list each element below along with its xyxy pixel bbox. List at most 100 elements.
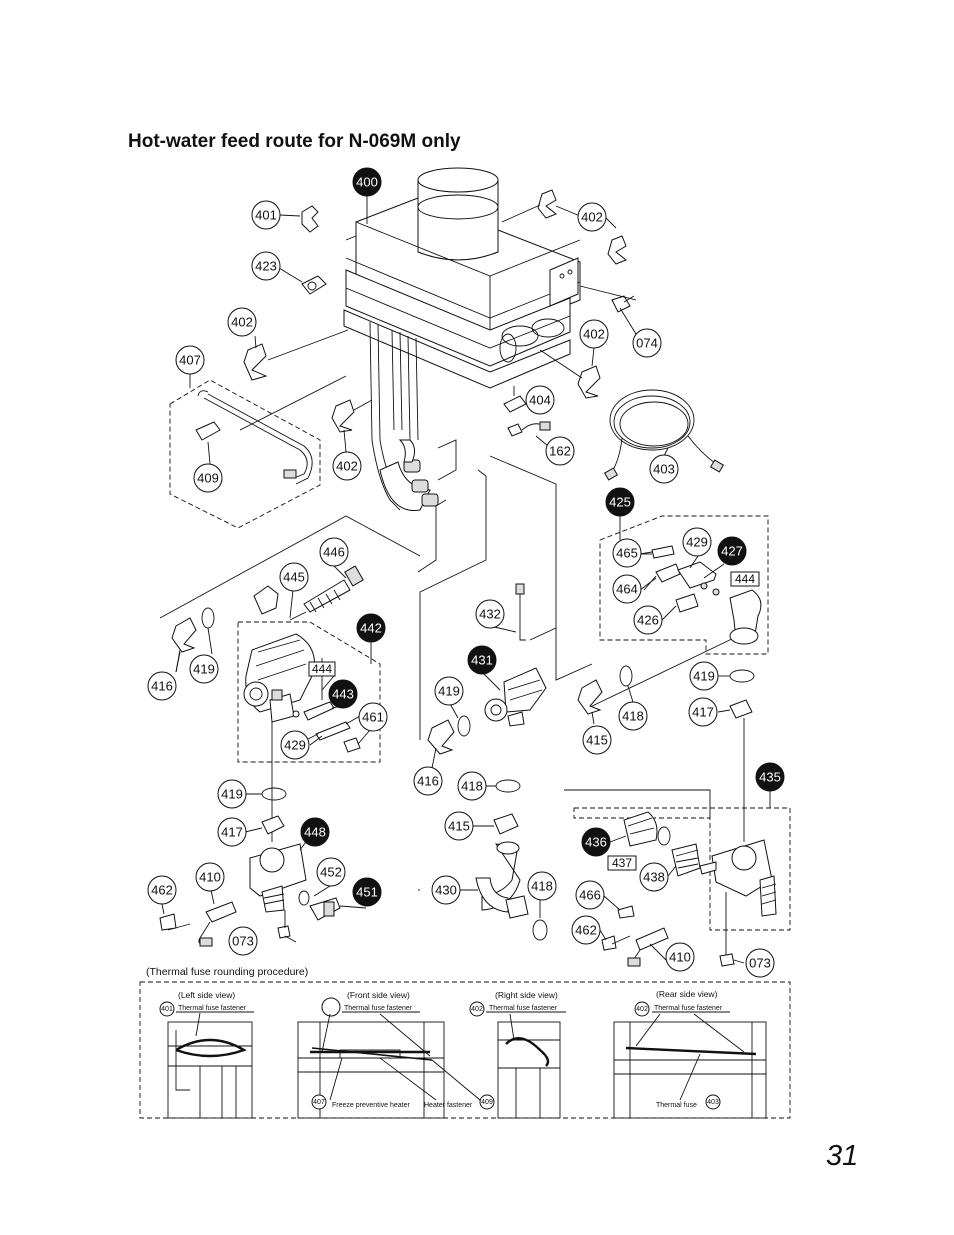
callout-402-c: 402: [579, 319, 609, 349]
callout-407: 407: [175, 345, 205, 375]
callout-416-a: 416: [147, 671, 177, 701]
view-right-title: (Right side view): [495, 990, 558, 1000]
svg-text:073: 073: [232, 934, 254, 949]
svg-text:419: 419: [221, 787, 243, 802]
svg-text:400: 400: [356, 175, 378, 190]
callout-444-b: 444: [730, 571, 760, 587]
left-side-view: 401 Thermal fuse fastener: [159, 1001, 254, 1119]
callout-401: 401: [251, 200, 281, 230]
callout-073-a: 073: [228, 926, 258, 956]
screws-left: [159, 901, 237, 947]
leader-lines: [161, 196, 771, 964]
callout-445: 445: [279, 562, 309, 592]
svg-text:416: 416: [417, 774, 439, 789]
svg-text:402: 402: [336, 459, 358, 474]
svg-text:402: 402: [583, 327, 605, 342]
svg-text:403: 403: [653, 462, 675, 477]
pipe-430: [475, 779, 548, 941]
svg-text:444: 444: [312, 662, 332, 676]
callout-402-d: 402: [332, 451, 362, 481]
svg-text:436: 436: [585, 835, 607, 850]
callout-418-a: 418: [618, 701, 648, 731]
svg-text:418: 418: [622, 709, 644, 724]
svg-text:401: 401: [255, 208, 277, 223]
svg-text:432: 432: [479, 607, 501, 622]
callout-430: 430: [431, 875, 461, 905]
screws-right: [601, 905, 669, 967]
view-rear-title: (Rear side view): [656, 989, 718, 999]
callout-438: 438: [639, 862, 669, 892]
svg-text:418: 418: [531, 879, 553, 894]
callout-442: 442: [356, 613, 386, 643]
view-left-title: (Left side view): [178, 990, 235, 1000]
pump-group-442: [237, 621, 381, 763]
clip-402-top: [501, 189, 627, 265]
svg-text:407: 407: [179, 353, 201, 368]
clip-402-lower: [331, 399, 373, 453]
rear-side-view: 402 Thermal fuse fastener Thermal fuse 4…: [613, 1001, 767, 1119]
callout-432: 432: [475, 599, 505, 629]
svg-text:466: 466: [579, 888, 601, 903]
callout-446: 446: [319, 537, 349, 567]
callout-452: 452: [316, 857, 346, 887]
page-title: Hot-water feed route for N-069M only: [128, 131, 461, 152]
callout-402-a: 402: [577, 202, 607, 232]
thermal-fuse-cable-403: [603, 389, 725, 481]
svg-text:402: 402: [471, 1006, 483, 1013]
sensor-group-425: [599, 515, 769, 655]
svg-text:415: 415: [448, 819, 470, 834]
svg-text:462: 462: [151, 883, 173, 898]
svg-text:Freeze preventive heater: Freeze preventive heater: [332, 1102, 410, 1109]
callout-419-c: 419: [217, 779, 247, 809]
svg-text:444: 444: [735, 572, 755, 586]
svg-text:462: 462: [575, 923, 597, 938]
callout-443: 443: [328, 679, 358, 709]
callout-461: 461: [358, 702, 388, 732]
callout-429-a: 429: [682, 527, 712, 557]
clips-right: [577, 665, 755, 842]
callout-431: 431: [467, 645, 497, 675]
svg-text:419: 419: [693, 669, 715, 684]
svg-text:407: 407: [313, 1099, 325, 1106]
svg-text:427: 427: [721, 544, 743, 559]
valve-group-435: [564, 789, 791, 967]
callout-074: 074: [632, 328, 662, 358]
svg-text:410: 410: [669, 950, 691, 965]
svg-text:401: 401: [161, 1006, 173, 1013]
svg-text:402: 402: [231, 315, 253, 330]
valve-group-448: [249, 722, 341, 939]
svg-text:419: 419: [438, 684, 460, 699]
clip-401: [279, 205, 319, 233]
svg-text:429: 429: [686, 535, 708, 550]
svg-text:417: 417: [221, 825, 243, 840]
sensor-423: [278, 267, 327, 295]
callout-415-a: 415: [582, 725, 612, 755]
svg-text:417: 417: [692, 705, 714, 720]
svg-text:Thermal fuse fastener: Thermal fuse fastener: [178, 1005, 247, 1012]
feed-route-lines: [159, 439, 739, 745]
procedure-heading: (Thermal fuse rounding procedure): [146, 966, 308, 978]
svg-text:Thermal fuse fastener: Thermal fuse fastener: [489, 1005, 558, 1012]
callout-451: 451: [352, 877, 382, 907]
svg-text:423: 423: [255, 259, 277, 274]
svg-text:162: 162: [549, 444, 571, 459]
svg-text:452: 452: [320, 865, 342, 880]
callout-462-b: 462: [571, 915, 601, 945]
callout-410-b: 410: [665, 942, 695, 972]
svg-text:415: 415: [586, 733, 608, 748]
freeze-heater-group: [169, 372, 347, 529]
svg-text:402: 402: [581, 210, 603, 225]
callout-426: 426: [633, 605, 663, 635]
callout-416-b: 416: [413, 766, 443, 796]
svg-text:Heater fastener: Heater fastener: [424, 1102, 473, 1109]
callout-415-b: 415: [444, 811, 474, 841]
svg-text:431: 431: [471, 653, 493, 668]
svg-text:425: 425: [609, 495, 631, 510]
callout-403: 403: [649, 454, 679, 484]
callout-436: 436: [581, 827, 611, 857]
svg-text:Thermal fuse fastener: Thermal fuse fastener: [344, 1005, 413, 1012]
svg-text:438: 438: [643, 870, 665, 885]
callout-429-b: 429: [280, 730, 310, 760]
callout-419-b: 419: [434, 676, 464, 706]
